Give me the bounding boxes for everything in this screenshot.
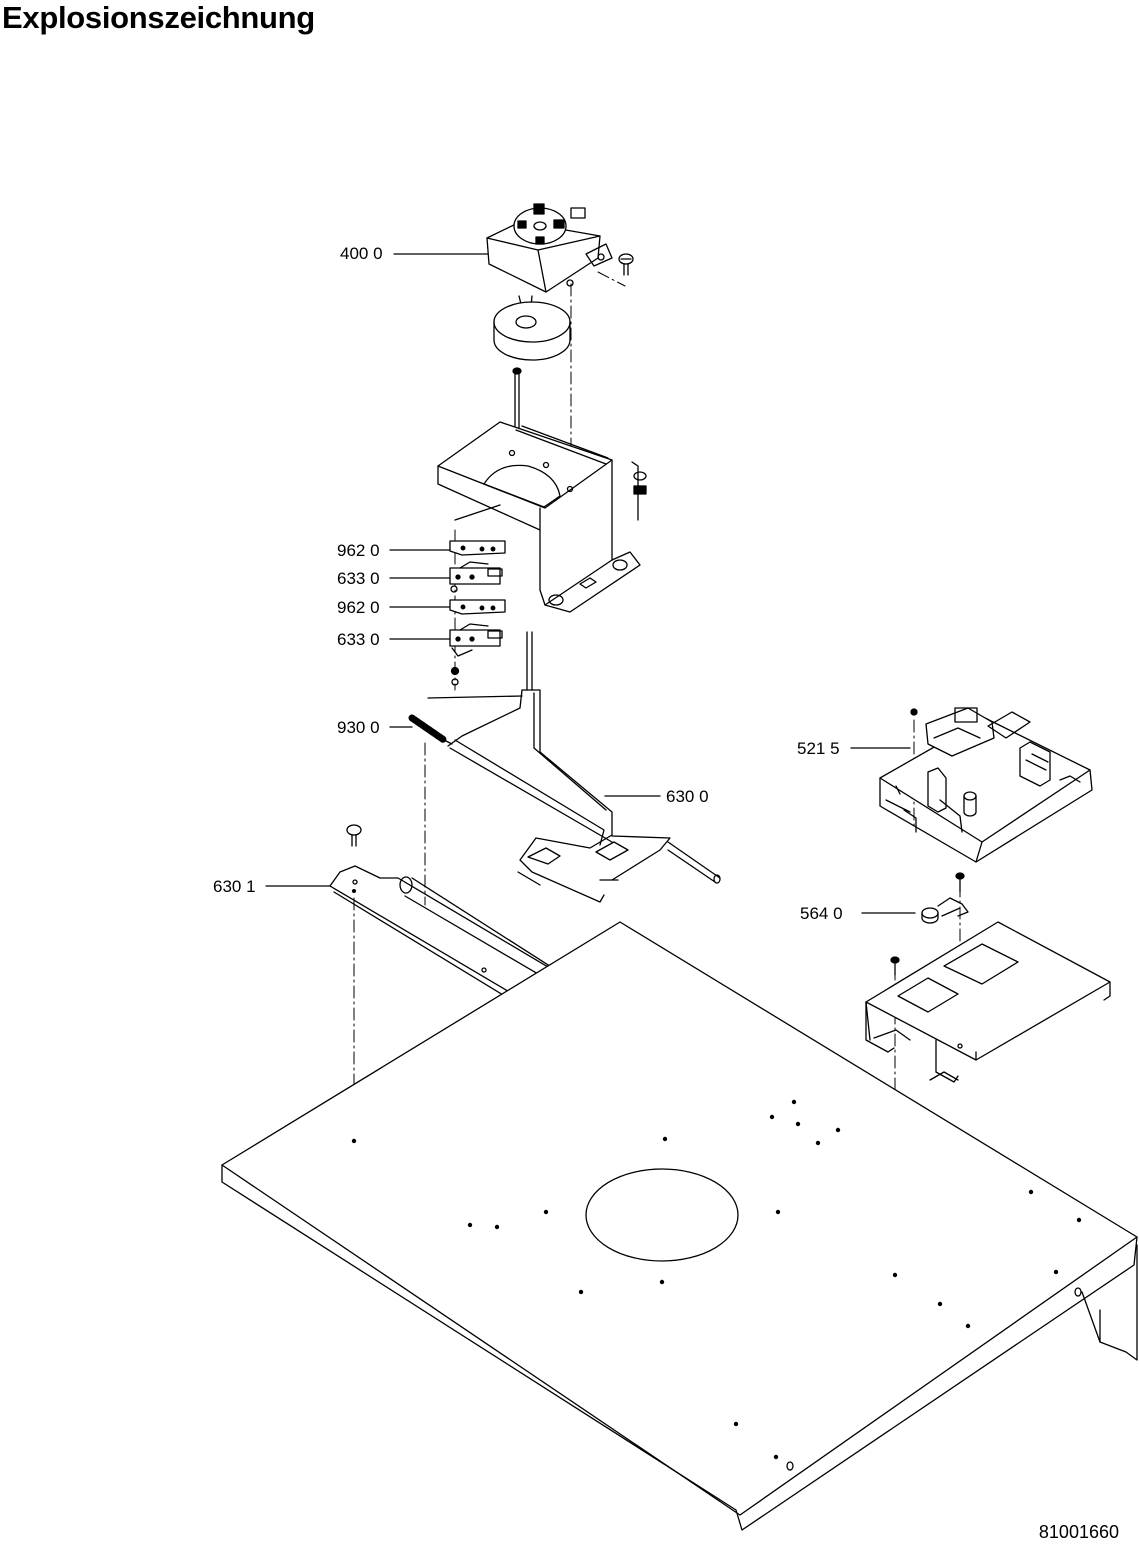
leader-lines	[266, 254, 915, 913]
part-label-962-0-upper: 962 0	[337, 541, 380, 560]
nut-icon	[634, 472, 646, 494]
actuator-rod	[527, 632, 532, 690]
part-label-930-0: 930 0	[337, 718, 380, 737]
lever-630-0	[428, 690, 720, 902]
part-label-521-5: 521 5	[797, 739, 840, 758]
part-label-630-0: 630 0	[666, 787, 709, 806]
thermostat-564-0	[922, 898, 968, 923]
microswitch-633-0-upper	[450, 562, 502, 592]
part-label-633-0-upper: 633 0	[337, 569, 380, 588]
microswitch-633-0-lower	[450, 624, 502, 685]
switch-962-0-upper	[450, 541, 505, 555]
part-label-630-1: 630 1	[213, 877, 256, 896]
part-label-633-0-lower: 633 0	[337, 630, 380, 649]
document-number: 81001660	[1038, 1522, 1119, 1542]
screw-icon	[956, 873, 964, 892]
spring-930-0	[412, 718, 452, 744]
switch-962-0-lower	[450, 600, 505, 614]
long-screw-icon	[513, 368, 521, 428]
motor-400-0	[487, 204, 612, 360]
mounting-plate	[866, 922, 1110, 1082]
page-title: Explosionszeichnung	[2, 0, 315, 35]
screw-icon	[891, 957, 899, 975]
screw-icon	[619, 254, 633, 275]
part-label-400-0: 400 0	[340, 244, 383, 263]
part-label-962-0-lower: 962 0	[337, 598, 380, 617]
base-plate	[222, 889, 1137, 1530]
part-label-564-0: 564 0	[800, 904, 843, 923]
control-board-521-5	[880, 708, 1092, 862]
motor-bracket	[438, 422, 640, 612]
